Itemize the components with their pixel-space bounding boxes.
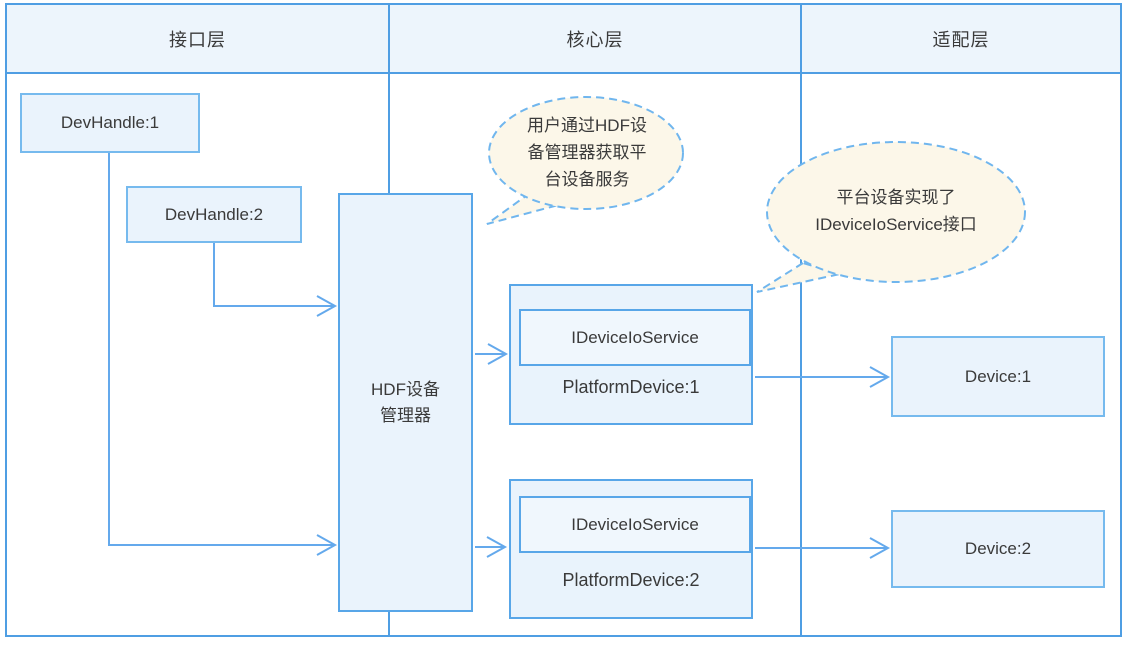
user-note-line3: 台设备服务 <box>544 170 630 189</box>
box-hdf-device-manager: HDF设备 管理器 <box>338 193 473 612</box>
layer-header-band <box>5 3 1122 74</box>
header-cell-interface-layer: 接口层 <box>169 29 226 50</box>
box-devhandle-1: DevHandle:1 <box>20 93 200 153</box>
box-platform-device-1: IDeviceIoService PlatformDevice:1 <box>509 284 753 425</box>
hdf-manager-label-line1: HDF设备 <box>371 379 440 399</box>
platform-device-1-label: PlatformDevice:1 <box>562 376 700 397</box>
header-cell-core-layer: 核心层 <box>566 29 624 50</box>
user-note-line2: 备管理器获取平 <box>527 143 647 162</box>
box-platform-device-2: IDeviceIoService PlatformDevice:2 <box>509 479 753 619</box>
platform-note-line1: 平台设备实现了 <box>836 188 956 207</box>
speech-bubble-user-note-text: 用户通过HDF设 备管理器获取平 台设备服务 <box>489 112 685 193</box>
box-device-1: Device:1 <box>891 336 1105 417</box>
box-devhandle-2: DevHandle:2 <box>126 186 302 243</box>
platform-device-2-label: PlatformDevice:2 <box>562 569 700 590</box>
header-cell-adapter-layer: 适配层 <box>932 29 990 50</box>
platform-note-line2: IDeviceIoService接口 <box>815 215 977 234</box>
hdf-manager-label-line2: 管理器 <box>380 405 431 425</box>
box-ideviceioservice-2: IDeviceIoService <box>519 496 751 553</box>
user-note-line1: 用户通过HDF设 <box>527 116 647 135</box>
speech-bubble-platform-note-text: 平台设备实现了 IDeviceIoService接口 <box>771 184 1021 238</box>
column-divider-2 <box>800 3 802 637</box>
box-ideviceioservice-1: IDeviceIoService <box>519 309 751 366</box>
box-device-2: Device:2 <box>891 510 1105 588</box>
